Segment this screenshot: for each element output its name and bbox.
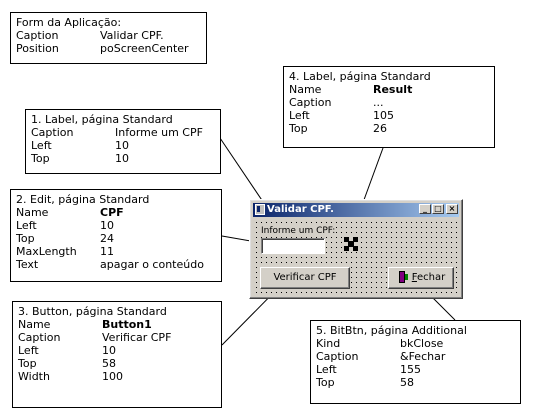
window-title: Validar CPF. [267,204,334,215]
bitbtn-box-title: 5. BitBtn, página Additional [316,324,467,337]
close-window-button[interactable]: × [446,204,458,214]
result-box-title: 4. Label, página Standard [289,70,431,83]
property-row: Caption&Fechar [316,350,446,363]
minimize-button[interactable]: _ [419,204,431,214]
close-bitbtn-accel: F [411,272,417,283]
app-icon [255,204,265,215]
property-row: Caption... [289,96,384,109]
button-box-title: 3. Button, página Standard [18,305,167,318]
validar-cpf-window: Validar CPF. _ □ × Informe um CPF: Verif… [249,199,463,299]
label1-box-title: 1. Label, página Standard [31,113,173,126]
close-bitbtn[interactable]: Fechar [388,267,454,289]
door-exit-icon [397,270,409,284]
close-bitbtn-label: echar [416,272,446,283]
result-label-placeholder [344,237,358,251]
cpf-input[interactable] [261,238,325,254]
form-client-area: Informe um CPF: Verificar CPF Fechar [253,219,459,295]
window-titlebar[interactable]: Validar CPF. _ □ × [253,203,459,217]
verify-cpf-button[interactable]: Verificar CPF [260,267,350,289]
maximize-button[interactable]: □ [432,204,444,214]
cpf-label: Informe um CPF: [261,226,336,236]
form-box-title: Form da Aplicação: [16,16,122,29]
edit-box-title: 2. Edit, página Standard [16,193,150,206]
